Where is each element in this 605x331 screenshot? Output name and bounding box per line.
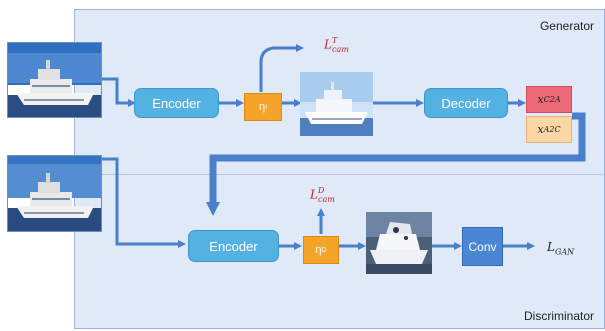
loss-cam-t-base: L: [324, 37, 332, 52]
loss-gan-sub: GAN: [554, 247, 575, 257]
discriminator-panel: Discriminator: [74, 174, 605, 329]
eta-i-symbol: η: [258, 101, 266, 113]
loss-cam-t-sub: cam: [331, 45, 349, 54]
loss-gan: LGAN: [547, 240, 574, 256]
decoder-block: Decoder: [424, 88, 508, 118]
eta-d-subscript: D: [321, 246, 327, 254]
conv-block: Conv: [462, 227, 503, 266]
loss-cam-d-sub: cam: [317, 195, 335, 204]
arrow-image2-encoder: [102, 157, 186, 248]
loss-gan-base: L: [547, 240, 555, 254]
generator-label: Generator: [539, 19, 594, 33]
ship-attention-map: [300, 72, 373, 136]
arrow-eta-loss-top: [259, 44, 304, 92]
decoder-label: Decoder: [441, 95, 491, 111]
encoder-block-discriminator: Encoder: [188, 230, 279, 262]
encoder-block-generator: Encoder: [134, 88, 219, 118]
discriminator-label: Discriminator: [523, 309, 594, 323]
conv-label: Conv: [468, 239, 497, 254]
loss-cam-d-base: L: [310, 187, 318, 202]
encoder-label: Encoder: [209, 238, 258, 254]
eta-d-symbol: η: [315, 244, 322, 256]
eta-i-subscript: I: [265, 103, 268, 111]
x-c2a-sub: C2A: [543, 95, 561, 104]
loss-cam-d-sup: D: [317, 186, 325, 195]
ship-photo-input-top: [7, 42, 102, 118]
ship-discriminator-map: [366, 212, 432, 274]
loss-cam-t-sup: T: [331, 36, 338, 45]
x-c2a-base: x: [537, 93, 544, 106]
encoder-label: Encoder: [152, 95, 201, 111]
x-a2c-base: x: [537, 123, 544, 136]
ship-photo-input-bottom: [7, 155, 102, 232]
x-a2c-sub: A2C: [543, 125, 561, 134]
arrow-feedback-loop: [206, 112, 586, 216]
arrow-image1-encoder: [102, 77, 136, 107]
